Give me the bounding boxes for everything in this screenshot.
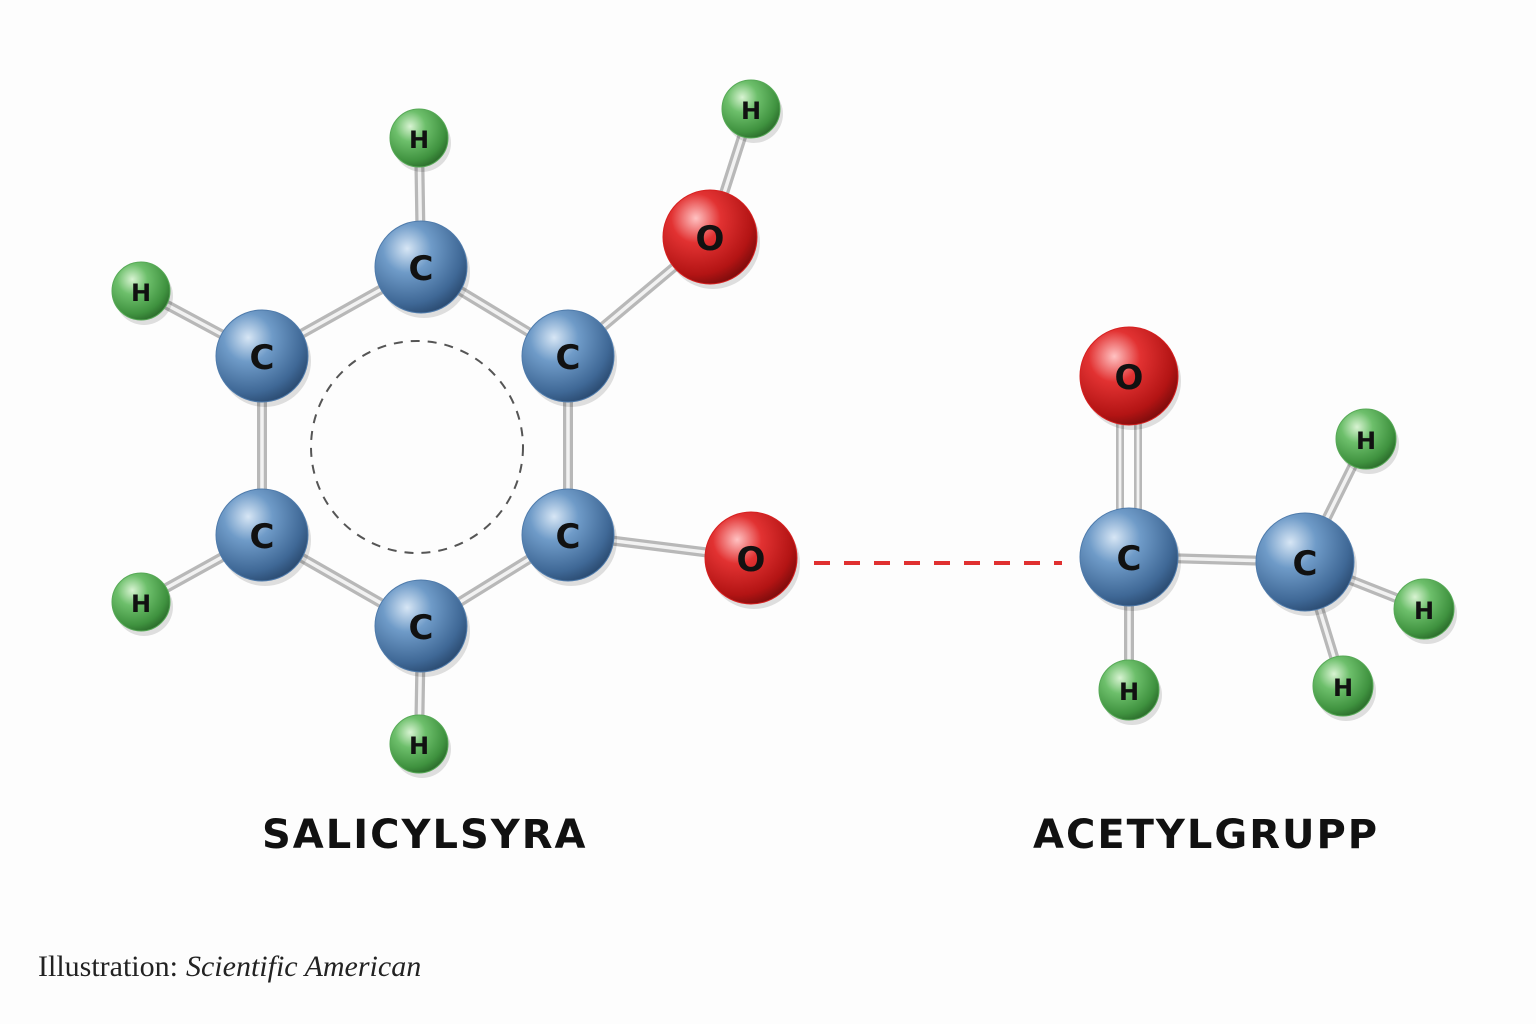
atom-symbol: O bbox=[1115, 358, 1144, 398]
atom-sphere bbox=[111, 261, 171, 321]
carbon-atom-c8: C bbox=[1255, 512, 1357, 616]
atoms-layer: C C C C C C H H H H H O O C C O H H H H bbox=[111, 79, 1457, 778]
atom-symbol: H bbox=[1414, 597, 1434, 625]
hydrogen-atom-h3: H bbox=[111, 261, 173, 325]
hydrogen-atom-h6: H bbox=[1098, 659, 1162, 725]
hydrogen-atom-h7: H bbox=[1335, 408, 1399, 474]
oxygen-atom-o3: O bbox=[1079, 326, 1181, 430]
atom-sphere bbox=[521, 309, 615, 403]
atom-symbol: C bbox=[409, 608, 434, 648]
hydrogen-atom-h9: H bbox=[1312, 655, 1376, 721]
oxygen-atom-o1: O bbox=[662, 189, 760, 289]
hydrogen-atom-h1: H bbox=[389, 108, 451, 172]
atom-symbol: C bbox=[1117, 539, 1142, 579]
atom-symbol: H bbox=[741, 97, 761, 125]
bonds-layer bbox=[136, 104, 1429, 749]
illustration-credit: Illustration:Scientific American bbox=[38, 950, 421, 984]
atom-sphere bbox=[1335, 408, 1397, 470]
atom-sphere bbox=[1393, 578, 1455, 640]
atom-symbol: C bbox=[1293, 544, 1318, 584]
atom-sphere bbox=[704, 511, 798, 605]
carbon-atom-c4: C bbox=[374, 579, 470, 677]
atom-sphere bbox=[521, 488, 615, 582]
carbon-atom-c6: C bbox=[215, 309, 311, 407]
atom-sphere bbox=[374, 579, 468, 673]
credit-prefix: Illustration: bbox=[38, 950, 178, 983]
hydrogen-atom-h2: H bbox=[721, 79, 783, 143]
atom-sphere bbox=[721, 79, 781, 139]
oxygen-atom-o2: O bbox=[704, 511, 800, 609]
atom-symbol: H bbox=[1119, 678, 1139, 706]
atom-sphere bbox=[662, 189, 758, 285]
carbon-atom-c5: C bbox=[215, 488, 311, 586]
atom-sphere bbox=[215, 309, 309, 403]
carbon-atom-c2: C bbox=[521, 309, 617, 407]
atom-symbol: H bbox=[131, 279, 151, 307]
hydrogen-atom-h8: H bbox=[1393, 578, 1457, 644]
atom-symbol: H bbox=[1356, 427, 1376, 455]
atom-symbol: O bbox=[737, 540, 766, 580]
hydrogen-atom-h4: H bbox=[111, 572, 173, 636]
acetyl-group-label: ACETYLGRUPP bbox=[1033, 812, 1380, 858]
carbon-atom-c7: C bbox=[1079, 507, 1181, 611]
atom-symbol: H bbox=[409, 126, 429, 154]
atom-symbol: O bbox=[696, 219, 725, 259]
atom-sphere bbox=[1255, 512, 1355, 612]
atom-sphere bbox=[215, 488, 309, 582]
atom-symbol: H bbox=[1333, 674, 1353, 702]
atom-sphere bbox=[1079, 326, 1179, 426]
aromatic-ring-circle bbox=[310, 340, 524, 554]
atom-symbol: H bbox=[131, 590, 151, 618]
atom-sphere bbox=[389, 714, 449, 774]
hydrogen-atom-h5: H bbox=[389, 714, 451, 778]
atom-sphere bbox=[374, 220, 468, 314]
atom-symbol: C bbox=[250, 338, 275, 378]
atom-sphere bbox=[389, 108, 449, 168]
atom-sphere bbox=[1312, 655, 1374, 717]
carbon-atom-c1: C bbox=[374, 220, 470, 318]
atom-sphere bbox=[111, 572, 171, 632]
atom-symbol: H bbox=[409, 732, 429, 760]
atom-symbol: C bbox=[250, 517, 275, 557]
credit-source: Scientific American bbox=[185, 950, 422, 983]
atom-sphere bbox=[1098, 659, 1160, 721]
carbon-atom-c3: C bbox=[521, 488, 617, 586]
atom-symbol: C bbox=[556, 517, 581, 557]
salicylic-acid-label: SALICYLSYRA bbox=[262, 812, 588, 858]
atom-symbol: C bbox=[556, 338, 581, 378]
atom-symbol: C bbox=[409, 249, 434, 289]
atom-sphere bbox=[1079, 507, 1179, 607]
